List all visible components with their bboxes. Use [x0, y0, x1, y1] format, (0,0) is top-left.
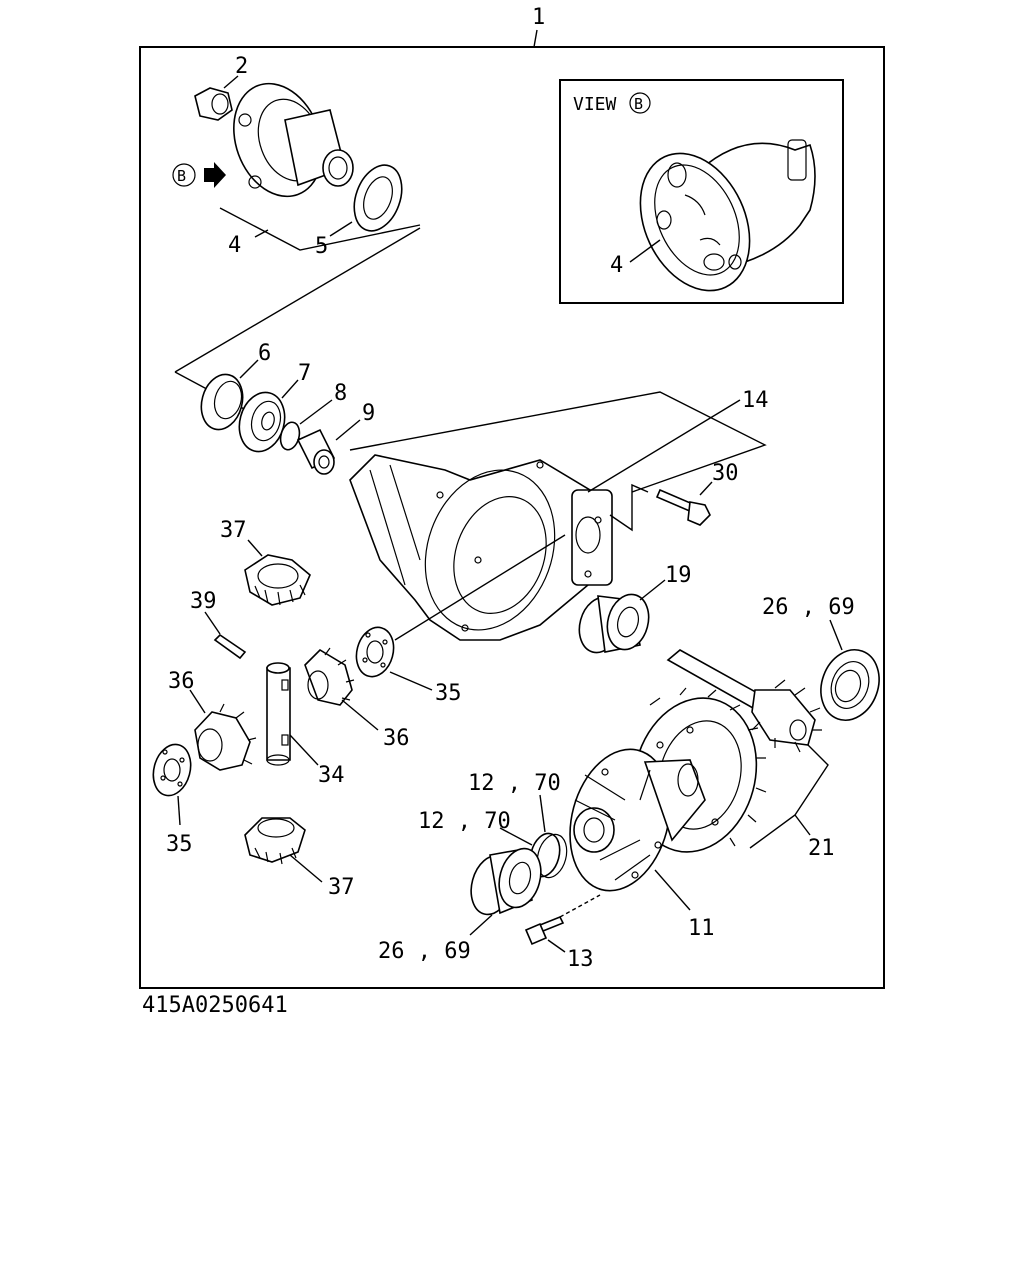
part-11-differential-case [569, 748, 706, 892]
leader-11 [654, 869, 691, 911]
part-8-shim [279, 421, 301, 451]
leader-4a [254, 229, 269, 238]
label-26-69a: 26 , 69 [762, 595, 855, 620]
leader-4b [629, 239, 661, 263]
label-13: 13 [567, 947, 594, 972]
view-b-frame [559, 79, 844, 304]
label-37b: 37 [328, 875, 355, 900]
part-37-side-gear-lower [244, 817, 306, 865]
part-35-thrust-washer-right [355, 626, 395, 678]
arrow-icon [204, 162, 226, 188]
part-21-drive-pinion [666, 649, 822, 753]
view-b-title: VIEW [573, 94, 617, 115]
leader-2 [223, 75, 239, 89]
part-19-bearing [578, 593, 650, 654]
part-26-69-bearing-left [470, 847, 542, 916]
part-5-washer [353, 164, 403, 232]
label-7: 7 [298, 361, 311, 386]
leader-26-69a [829, 619, 843, 651]
view-direction-arrow: B [172, 162, 226, 188]
leader-7 [281, 379, 299, 399]
leader-37b [289, 854, 323, 883]
leader-37a [247, 539, 263, 557]
part-6-bearing-race [200, 373, 244, 431]
label-36b: 36 [383, 726, 410, 751]
part-36-pinion-gear-left [194, 703, 257, 771]
view-b-marker: B [634, 95, 643, 113]
leader-21 [794, 814, 811, 836]
arrow-marker: B [177, 167, 186, 185]
leader-14 [587, 399, 741, 493]
label-9: 9 [362, 401, 375, 426]
view-b-inset: VIEW B 4 [559, 79, 844, 304]
bracket-4-5 [219, 207, 421, 251]
part-30-bolt [655, 488, 711, 526]
label-5: 5 [315, 234, 328, 259]
leader-30 [699, 481, 713, 496]
label-8: 8 [334, 381, 347, 406]
bracket-14 [349, 391, 767, 493]
label-6: 6 [258, 341, 271, 366]
label-36a: 36 [168, 669, 195, 694]
leader-36b [341, 699, 379, 731]
label-34: 34 [318, 763, 345, 788]
label-2: 2 [235, 54, 248, 79]
assembly-line-a [174, 227, 421, 373]
part-14-carrier-housing [349, 454, 613, 641]
label-14: 14 [742, 388, 769, 413]
leader-19 [639, 579, 666, 601]
part-37-side-gear-upper [244, 554, 311, 606]
leader-1 [533, 29, 538, 48]
leader-8 [299, 399, 333, 425]
diagram-frame [139, 46, 885, 989]
label-37a: 37 [220, 518, 247, 543]
bolt-30-axis [609, 483, 649, 532]
bolt-13-axis [559, 894, 601, 918]
label-1: 1 [532, 5, 545, 30]
leader-5 [329, 221, 353, 237]
leader-35a [389, 671, 433, 691]
label-12-70a: 12 , 70 [468, 771, 561, 796]
part-2-nut [194, 87, 233, 121]
leader-36a [189, 689, 206, 714]
label-11: 11 [688, 916, 715, 941]
view-b-marker-circle [629, 92, 651, 114]
label-12-70b: 12 , 70 [418, 809, 511, 834]
part-36-pinion-gear-right [304, 647, 355, 706]
label-21: 21 [808, 836, 835, 861]
leader-6 [239, 359, 259, 379]
label-26-69b: 26 , 69 [378, 939, 471, 964]
arrow-marker-circle [172, 163, 196, 187]
part-26-69-bearing-right [820, 649, 880, 721]
label-4a: 4 [228, 233, 241, 258]
label-35a: 35 [435, 681, 462, 706]
label-39: 39 [190, 589, 217, 614]
leader-35b [177, 795, 181, 826]
part-9-spacer [296, 428, 336, 475]
part-4-differential-case [233, 82, 354, 198]
axis-35-to-housing [394, 534, 566, 641]
leader-26-69b [469, 914, 493, 936]
label-4b: 4 [610, 253, 623, 278]
leader-9 [335, 419, 361, 441]
leader-39 [204, 611, 221, 635]
bracket-21 [749, 744, 829, 849]
part-35-thrust-washer-left [152, 743, 192, 797]
drawing-code: 415A0250641 [142, 993, 288, 1018]
part-34-pinion-shaft [266, 662, 291, 766]
leader-34 [289, 734, 319, 766]
label-35b: 35 [166, 832, 193, 857]
label-19: 19 [665, 563, 692, 588]
leader-12-70a [539, 794, 546, 833]
leader-13 [547, 939, 566, 953]
differential-case-view-b [639, 139, 816, 292]
leader-12-70b [499, 827, 533, 846]
label-30: 30 [712, 461, 739, 486]
part-39-pin [213, 633, 247, 660]
part-13-bolt [524, 915, 565, 946]
